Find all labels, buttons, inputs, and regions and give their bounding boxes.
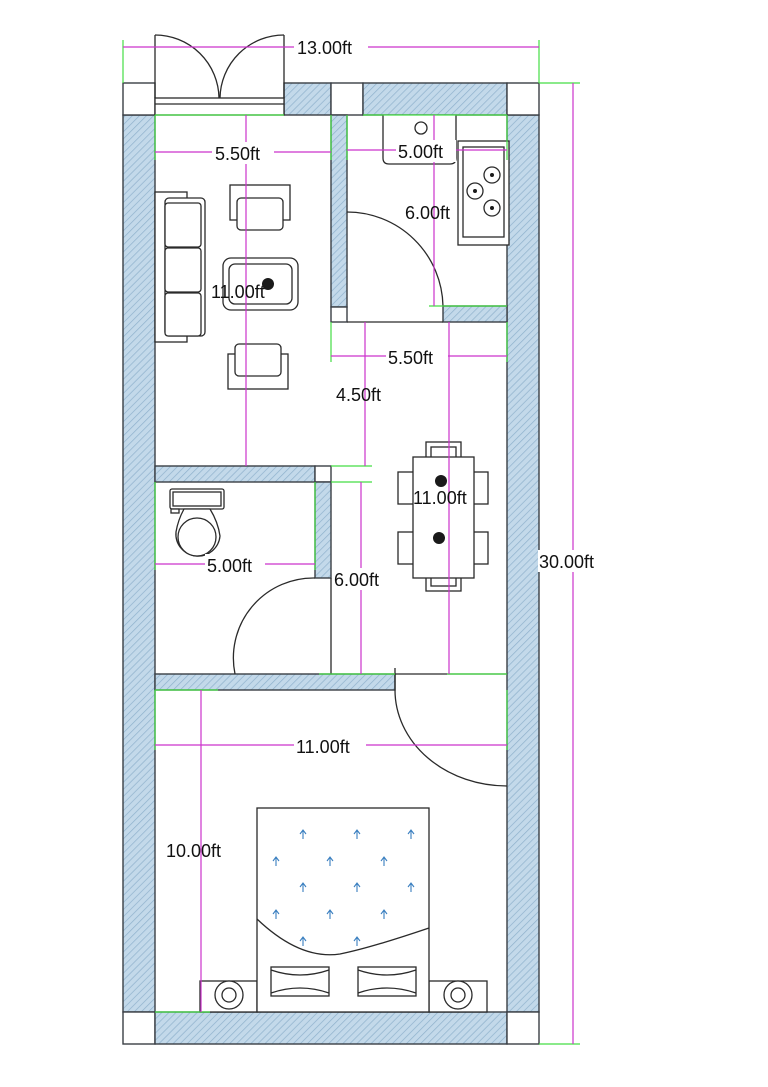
sofa-cushion-1 — [164, 202, 202, 248]
label-bedroom-width: 11.00ft — [296, 737, 350, 757]
label-passage-length: 4.50ft — [336, 385, 381, 405]
label-kitchen-length: 6.00ft — [405, 203, 450, 223]
wc-commode — [169, 488, 225, 557]
sofa-cushion-3 — [164, 292, 202, 337]
armchair-top — [229, 184, 291, 231]
cistern-inner — [172, 491, 222, 507]
wall-kitchen-left — [330, 114, 348, 308]
dimension-labels: 13.00ft 30.00ft 5.50ft 11.00ft 5.00ft 6.… — [166, 36, 608, 861]
dining-table-top — [412, 456, 475, 579]
wall-toilet-top — [154, 465, 316, 483]
door-swing-left — [154, 34, 220, 99]
label-dining-length: 11.00ft — [413, 488, 467, 508]
kitchen-wall-end — [330, 306, 348, 323]
double-bed — [256, 807, 430, 1013]
sofa-cushion-2 — [164, 247, 202, 293]
dining-table-six-chairs — [397, 441, 489, 592]
wall-right — [506, 114, 540, 1013]
kitchen-door[interactable] — [346, 211, 444, 323]
label-dining-width: 5.50ft — [388, 348, 433, 368]
lamp-inner — [221, 987, 237, 1003]
burner-center — [490, 206, 494, 210]
column-top-left — [122, 82, 156, 116]
doors — [154, 34, 508, 787]
column-top-right — [506, 82, 540, 116]
label-living-length: 11.00ft — [211, 282, 265, 302]
kitchen-furniture — [382, 115, 510, 246]
flush-button — [170, 508, 180, 514]
pillow-curves — [357, 969, 417, 994]
pillow-outline — [270, 966, 330, 997]
door-swing — [232, 577, 316, 675]
bedroom-door[interactable] — [394, 668, 508, 787]
burner-center — [473, 189, 477, 193]
plant-icon — [435, 475, 447, 487]
door-swing-right — [219, 34, 285, 99]
label-toilet-length: 6.00ft — [334, 570, 379, 590]
column-bottom-left — [122, 1011, 156, 1045]
three-seat-sofa — [154, 191, 206, 343]
bedroom-furniture — [199, 807, 488, 1013]
wall-bottom — [154, 1011, 508, 1045]
side-table-right — [428, 980, 488, 1013]
door-swing — [346, 211, 444, 307]
door-swing — [394, 689, 508, 787]
door-sill — [154, 97, 285, 116]
wall-toilet-right — [314, 481, 332, 579]
table-inner — [228, 263, 293, 305]
wall-kitchen-bottom — [442, 305, 508, 323]
blanket-fold — [256, 918, 430, 956]
wall-top-kitchen — [362, 82, 508, 116]
armchair-seat — [234, 343, 282, 377]
armchair-seat — [236, 197, 284, 231]
plant-icon — [262, 278, 274, 290]
column-top-mid — [330, 82, 364, 116]
gas-stove-three-burner — [457, 140, 510, 246]
side-table-left — [199, 980, 258, 1013]
label-living-width: 5.50ft — [215, 144, 260, 164]
label-toilet-width: 5.00ft — [207, 556, 252, 576]
toilet-door[interactable] — [232, 577, 316, 675]
wall-left — [122, 114, 156, 1013]
toilet-column — [314, 465, 332, 483]
quilt-pattern — [272, 829, 415, 946]
label-overall-width: 13.00ft — [297, 38, 352, 58]
sink-drain — [414, 121, 428, 135]
pillow-left — [270, 966, 330, 997]
armchair-bottom — [227, 343, 289, 390]
label-overall-length: 30.00ft — [539, 552, 594, 572]
column-bottom-right — [506, 1011, 540, 1045]
pillow-curves — [270, 969, 330, 994]
wall-bedroom-top — [154, 673, 396, 691]
living-room-furniture — [154, 184, 299, 390]
plant-icon — [433, 532, 445, 544]
lamp-inner — [450, 987, 466, 1003]
pillow-outline — [357, 966, 417, 997]
wall-top-mid — [283, 82, 332, 116]
label-kitchen-width: 5.00ft — [398, 142, 443, 162]
burner-center — [490, 173, 494, 177]
walls — [122, 82, 540, 1045]
pillow-right — [357, 966, 417, 997]
main-entrance-double-door[interactable] — [154, 34, 285, 116]
bowl-inner — [177, 517, 217, 557]
label-bedroom-length: 10.00ft — [166, 841, 221, 861]
center-table-with-plant — [222, 257, 299, 311]
